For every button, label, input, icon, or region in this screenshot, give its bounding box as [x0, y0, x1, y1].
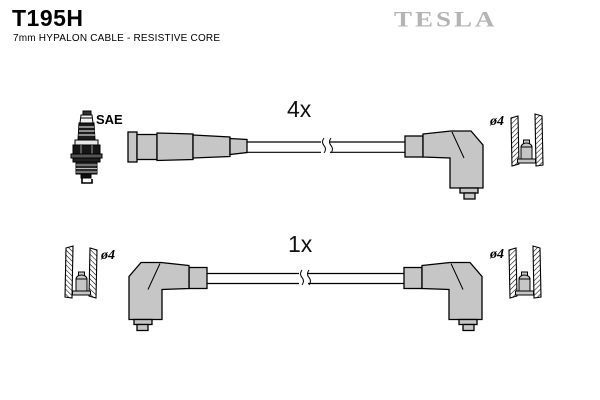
tesla-logo: TESLA: [394, 7, 498, 32]
angled-boot: [403, 261, 483, 332]
top-cable-wire: [246, 137, 405, 155]
top-quantity-label: 4x: [287, 96, 312, 122]
bottom-left-diameter-label: ø4: [100, 248, 115, 263]
bottom-right-diameter-label: ø4: [489, 247, 504, 262]
spark-plug-icon: [70, 110, 103, 184]
top-right-diameter-label: ø4: [489, 114, 504, 129]
bottom-quantity-label: 1x: [288, 231, 313, 257]
terminal-socket-icon: [64, 245, 98, 299]
angled-boot: [404, 130, 484, 200]
bottom-cable-wire: [206, 269, 404, 287]
angled-boot: [128, 261, 208, 332]
cable-spec-subtitle: 7mm HYPALON CABLE - RESISTIVE CORE: [13, 33, 221, 44]
terminal-socket-icon: [508, 245, 542, 299]
sae-terminal-label: SAE: [96, 112, 123, 127]
terminal-socket-icon: [510, 113, 544, 167]
part-number: T195H: [12, 5, 84, 31]
straight-boot: [127, 131, 248, 163]
